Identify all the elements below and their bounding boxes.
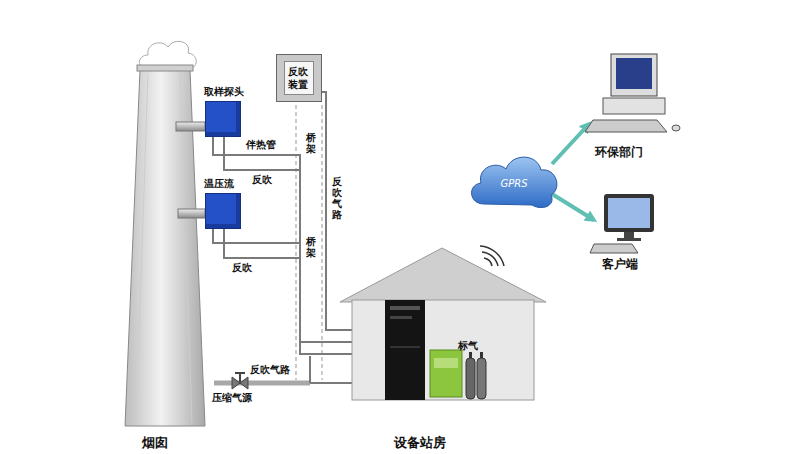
part-label: 伴热管 [246,139,276,151]
station-house: 设备站房 [338,246,552,452]
chimney-drawing [118,33,205,451]
part-label: 反吹 [232,262,252,274]
part-label: 压缩气源 [212,392,252,404]
part-label-text: 压缩气源 [212,392,252,404]
part-label-text: 伴热管 [246,139,276,151]
pipe-line [213,137,352,342]
part-label-text: 桥架 [306,132,316,154]
part-label: 标气 [458,340,478,352]
compressed-air-pipe [214,356,352,389]
flow-sensor: 温压流 [204,178,256,229]
station-label: 设备站房 [338,434,552,452]
part-label-text: 反吹 [232,262,252,274]
part-label-text: 反吹气路 [332,176,342,220]
gprs-cloud: GPRS [466,148,562,210]
blowback-line [224,125,300,258]
probe-box [205,101,241,137]
pipe-line [322,92,352,330]
probe-box [205,193,241,229]
computer: 环保部门 [583,48,687,160]
part-label: 桥架 [306,132,316,154]
data-arrow [552,124,589,164]
probe-label: 取样探头 [204,86,256,98]
wireless-waves [480,246,504,266]
computer-label: 客户端 [590,257,674,272]
computer-label: 环保部门 [583,145,687,160]
part-label: 桥架 [306,236,316,258]
blowback-device: 反吹装置 [276,54,322,102]
part-label: 反吹 [252,174,272,186]
chimney-label: 烟囱 [118,435,209,451]
computer-icon [583,48,683,160]
part-label-text: 桥架 [306,236,316,258]
cloud-label: GPRS [500,170,527,189]
probe-label: 温压流 [204,178,256,190]
part-label-text: 反吹 [252,174,272,186]
device-label: 反吹装置 [284,61,314,95]
part-label: 反吹气路 [250,364,290,376]
house-drawing [338,246,548,452]
part-label: 反吹气路 [332,176,342,220]
data-arrow [552,194,594,220]
pipe-line [213,229,352,354]
sampling-probe: 取样探头 [204,86,256,137]
part-label-text: 标气 [458,340,478,352]
part-label-text: 反吹气路 [250,364,290,376]
chimney: 烟囱 [118,33,209,451]
computer: 客户端 [590,190,674,272]
